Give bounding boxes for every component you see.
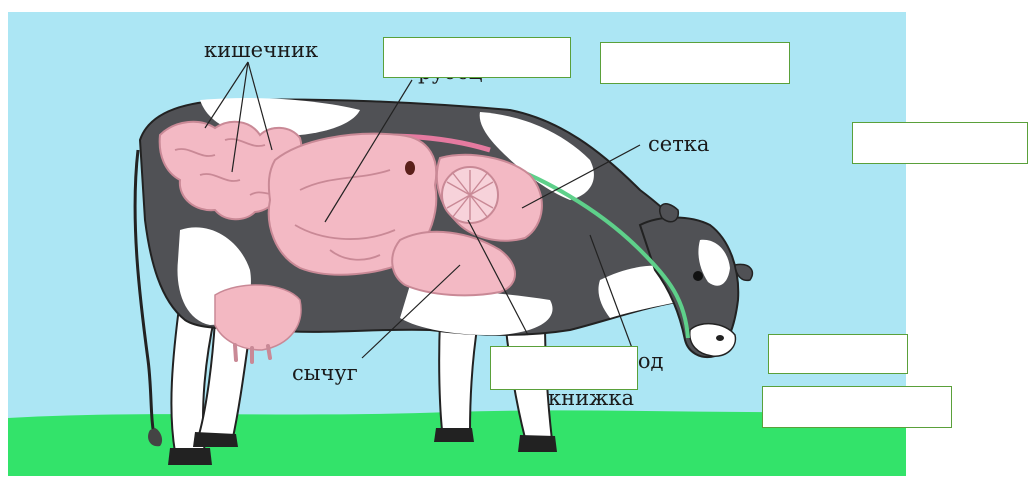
answer-box-4[interactable]	[490, 346, 638, 390]
label-omasum: книжка	[548, 388, 634, 409]
answer-box-5[interactable]	[768, 334, 908, 374]
answer-box-2[interactable]	[600, 42, 790, 84]
answer-box-3[interactable]	[852, 122, 1028, 164]
label-reticulum: сетка	[648, 134, 709, 155]
answer-box-1[interactable]	[383, 37, 571, 78]
label-abomasum: сычуг	[292, 363, 358, 384]
answer-box-6[interactable]	[762, 386, 952, 428]
label-intestine: кишечник	[204, 40, 318, 61]
